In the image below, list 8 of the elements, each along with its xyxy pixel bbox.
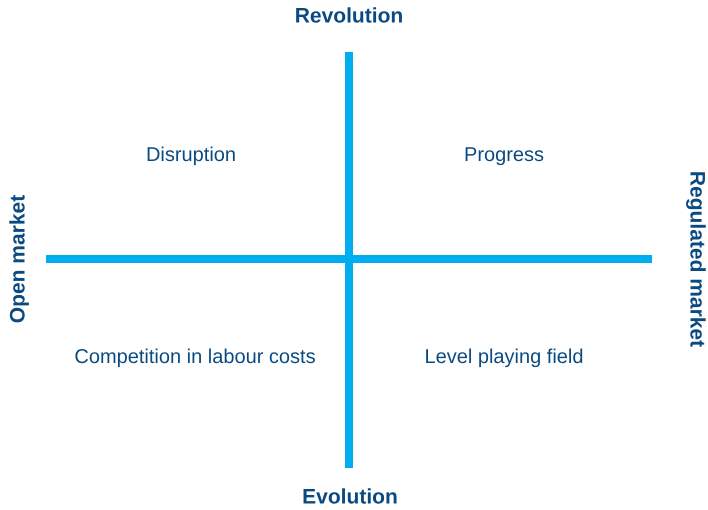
quadrant-label: Competition in labour costs	[74, 346, 316, 368]
axis-label: Open market	[6, 194, 30, 324]
axis-label: Evolution	[302, 485, 398, 509]
axis-label: Regulated market	[685, 170, 708, 348]
axis-label: Revolution	[294, 4, 404, 28]
quadrant-label: Progress	[464, 144, 544, 166]
quadrant-label: Level playing field	[424, 346, 584, 368]
quadrant-label: Disruption	[146, 144, 236, 166]
